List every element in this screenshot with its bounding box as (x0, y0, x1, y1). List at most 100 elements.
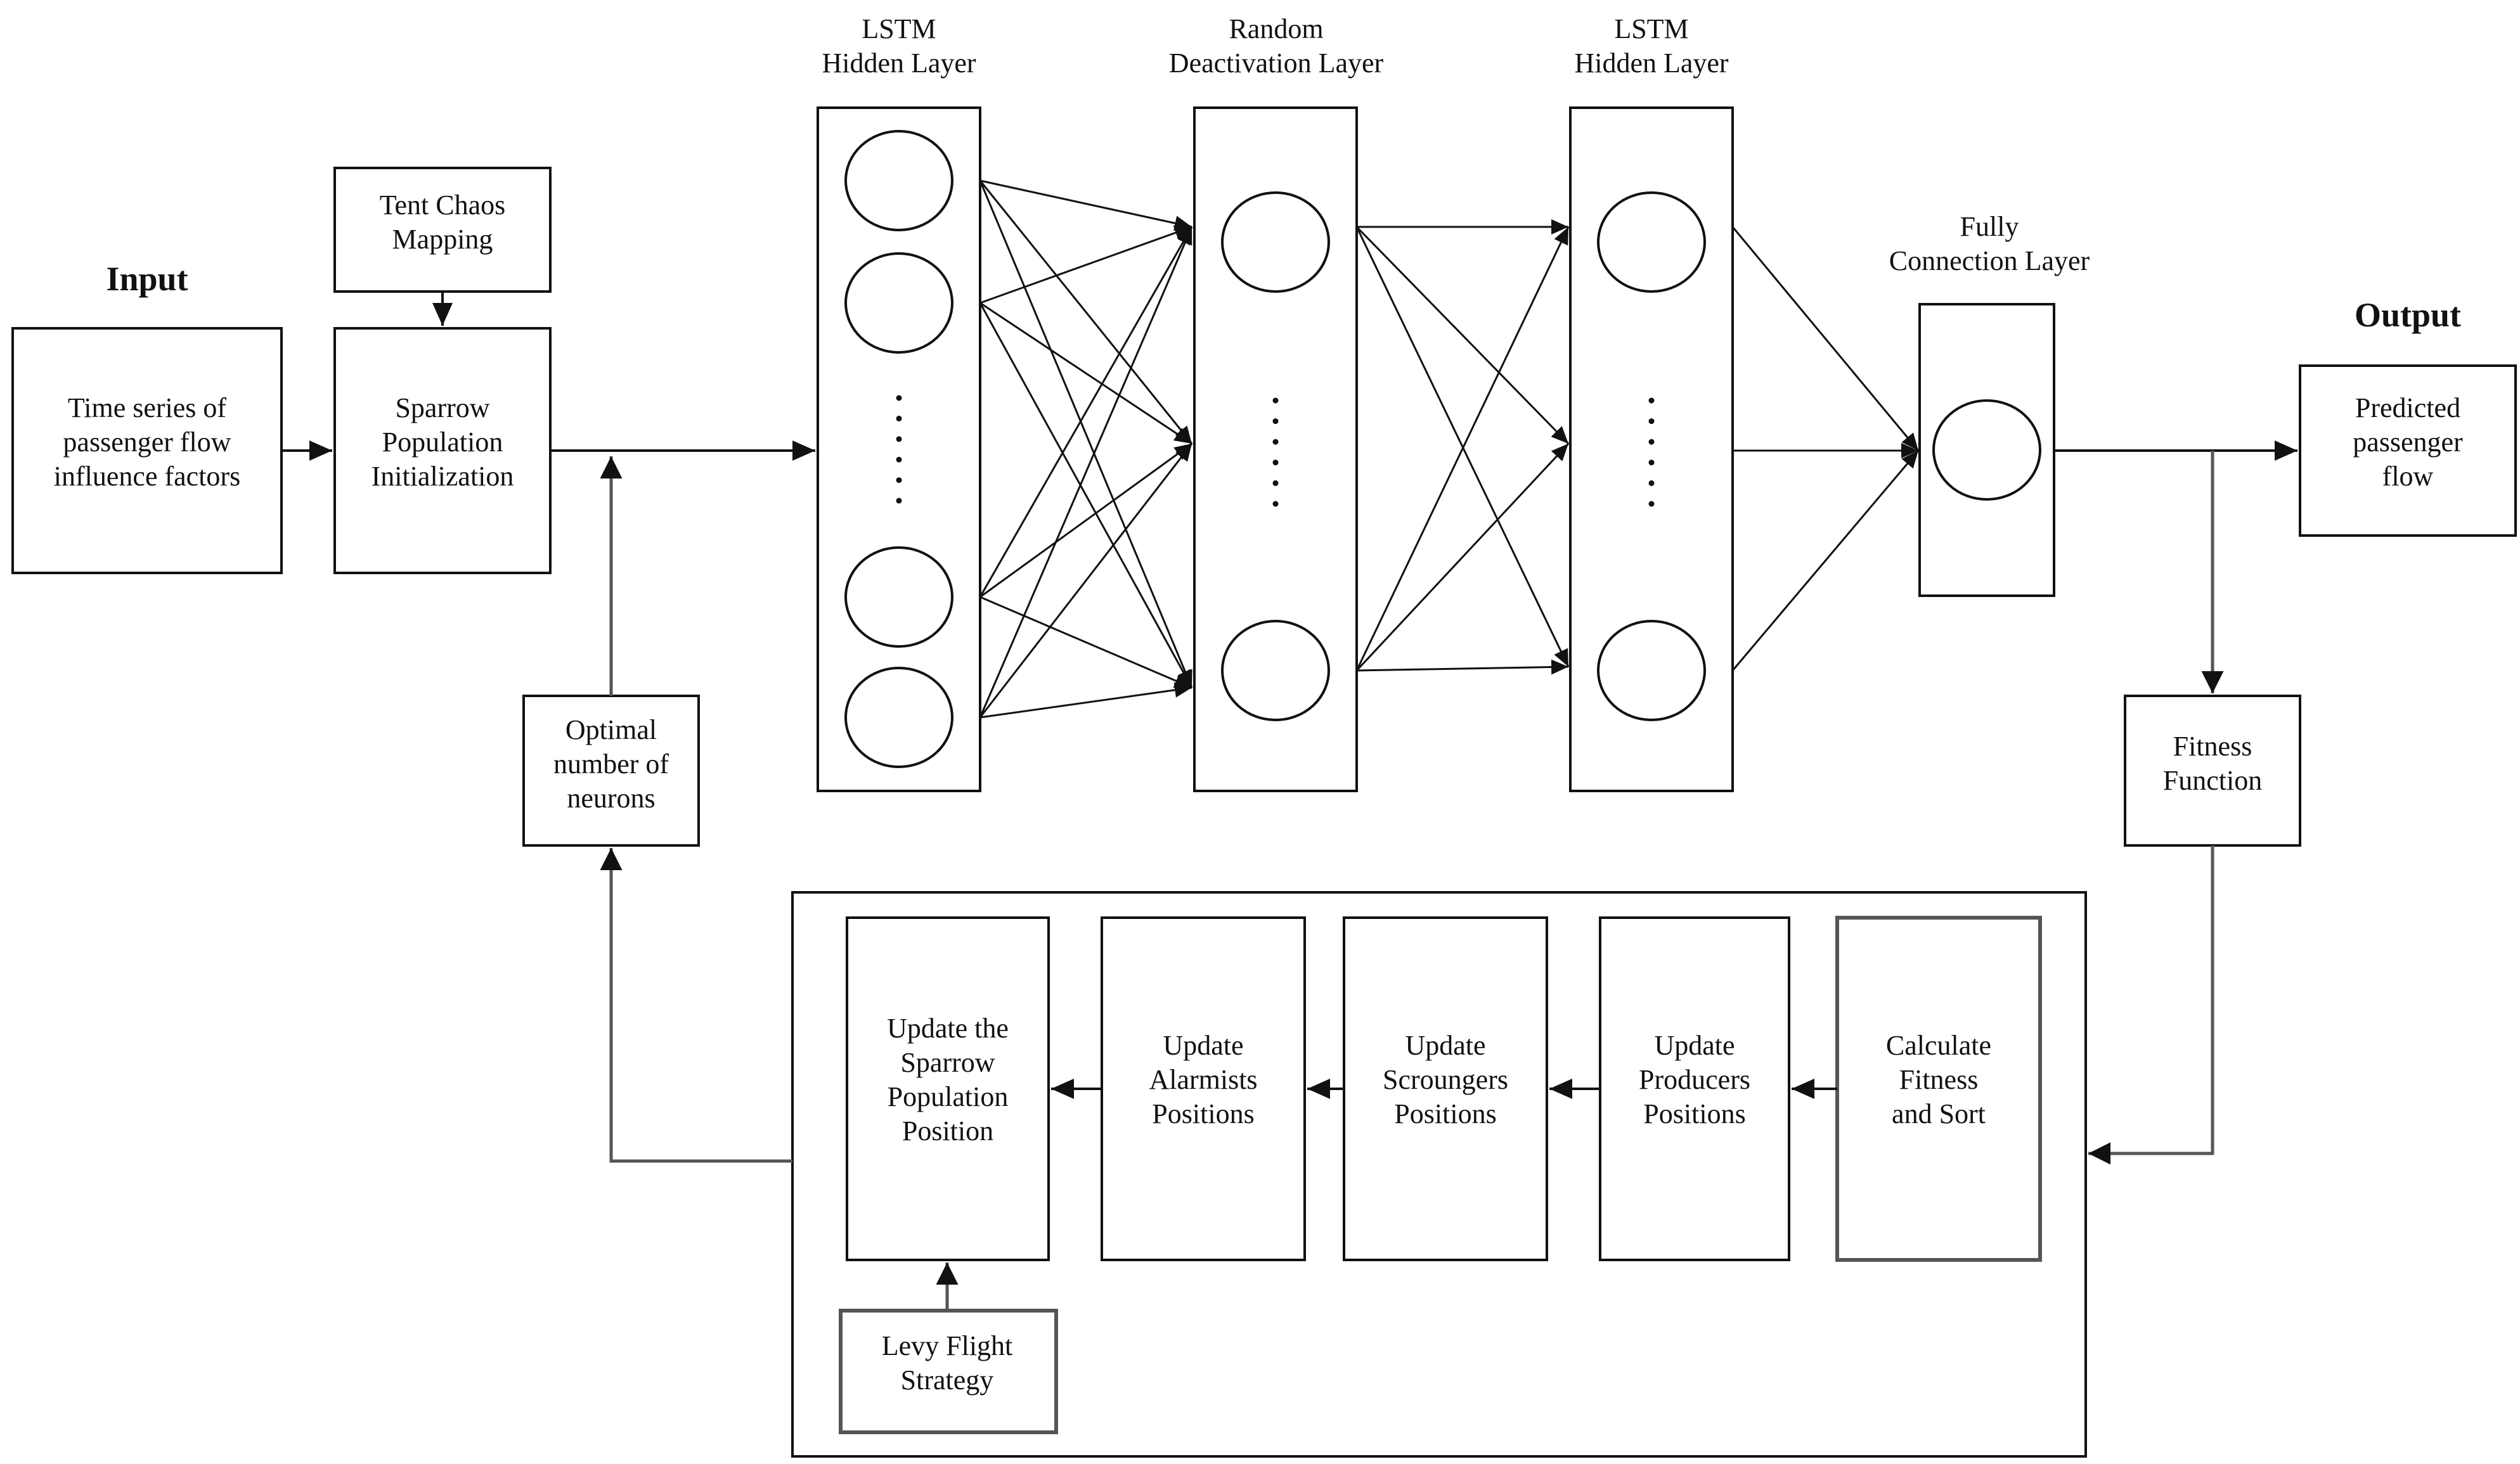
ellipsis-dot (896, 436, 902, 442)
predicted-flow-box (2299, 364, 2517, 537)
label-line: Strategy (901, 1364, 994, 1396)
lstm2-neurons (1597, 191, 1706, 721)
fitness-function-box (2124, 695, 2301, 847)
lstm2-neuron (1597, 620, 1706, 721)
ellipsis-dot (1272, 418, 1279, 425)
arrow-fitness-to-ssa (2088, 845, 2214, 1165)
ellipsis-dot (896, 477, 902, 484)
levy-flight-box (839, 1309, 1058, 1434)
dropout-ellipsis (1272, 397, 1279, 507)
ellipsis-dot (896, 456, 902, 463)
ellipsis-dot (1648, 480, 1655, 486)
label-line: Positions (1643, 1098, 1745, 1129)
label-line: LSTM (862, 13, 936, 44)
label-line: LSTM (1614, 13, 1688, 44)
connection-edge (979, 226, 1193, 598)
label-line: passenger flow (63, 427, 231, 458)
label-line: flow (2382, 461, 2434, 492)
ellipsis-dot (1648, 397, 1655, 404)
output-heading: Output (2355, 296, 2461, 334)
connection-edge (979, 302, 1192, 445)
label-line: Function (2163, 765, 2262, 796)
label-line: Update (1163, 1030, 1243, 1061)
connection-edge (979, 302, 1193, 688)
label-line: Mapping (392, 224, 493, 255)
connection-edge (979, 179, 1192, 231)
arrow-ssa-to-optimal (600, 848, 792, 1163)
label-line: Hidden Layer (1574, 48, 1728, 79)
ellipsis-dot (1648, 439, 1655, 445)
connection-edge (979, 442, 1192, 598)
connection-edge (1355, 442, 1570, 672)
label-line: Tent Chaos (380, 189, 506, 221)
label-line: Alarmists (1149, 1064, 1257, 1095)
dropout-neurons (1221, 191, 1330, 721)
ellipsis-dot (1272, 501, 1279, 507)
label-line: Update (1405, 1030, 1485, 1061)
label-line: Time series of (68, 392, 226, 423)
label-line: Levy Flight (882, 1330, 1013, 1361)
ellipsis-dot (1272, 459, 1279, 466)
label-line: Fully (1960, 211, 2019, 242)
label-line: Population (382, 427, 503, 458)
label-line: Update the (887, 1013, 1009, 1044)
label-line: Population (888, 1081, 1009, 1112)
dropout-neuron (1221, 191, 1330, 293)
connection-edge (979, 180, 1193, 688)
label-line: Positions (1394, 1098, 1496, 1129)
label-line: Calculate (1886, 1030, 1991, 1061)
update-population-box (846, 916, 1050, 1261)
label-line: Deactivation Layer (1169, 48, 1384, 79)
ellipsis-dot (1272, 397, 1279, 404)
update-alarmists-box (1101, 916, 1306, 1261)
update-scroungers-box (1343, 916, 1548, 1261)
lstm1-ellipsis (896, 395, 902, 504)
connection-edge (979, 443, 1193, 718)
label-line: Position (902, 1115, 993, 1146)
label-line: Scroungers (1383, 1064, 1508, 1095)
label-line: Update (1654, 1030, 1735, 1061)
label-line: Fitness (2173, 731, 2252, 762)
connection-edge (1355, 226, 1570, 671)
connection-edge (1356, 659, 1569, 675)
label-line: Optimal (565, 714, 657, 745)
connection-edge (979, 225, 1192, 304)
flow-arrows (281, 292, 2297, 1311)
label-line: Positions (1152, 1098, 1254, 1129)
ellipsis-dot (1648, 459, 1655, 466)
lstm1-neurons (844, 130, 953, 768)
sparrow-init-box (333, 327, 552, 574)
ellipsis-dot (1648, 501, 1655, 507)
lstm2-neuron (1597, 191, 1706, 293)
tent-chaos-box (333, 167, 552, 293)
label-line: Sparrow (395, 392, 489, 423)
label-line: Producers (1639, 1064, 1750, 1095)
ellipsis-dot (1272, 439, 1279, 445)
ellipsis-dot (896, 395, 902, 401)
ellipsis-dot (1272, 480, 1279, 486)
ellipsis-dot (896, 415, 902, 421)
ellipsis-dot (1648, 418, 1655, 425)
label-line: Fitness (1899, 1064, 1979, 1095)
connection-edge (979, 596, 1192, 689)
connection-edge (1731, 226, 1920, 451)
input-heading: Input (106, 260, 188, 298)
label-line: Initialization (372, 461, 514, 492)
label-line: and Sort (1892, 1098, 1986, 1129)
lstm1-neuron (844, 252, 953, 354)
connection-edge (1355, 226, 1570, 445)
time-series-box (11, 327, 283, 574)
